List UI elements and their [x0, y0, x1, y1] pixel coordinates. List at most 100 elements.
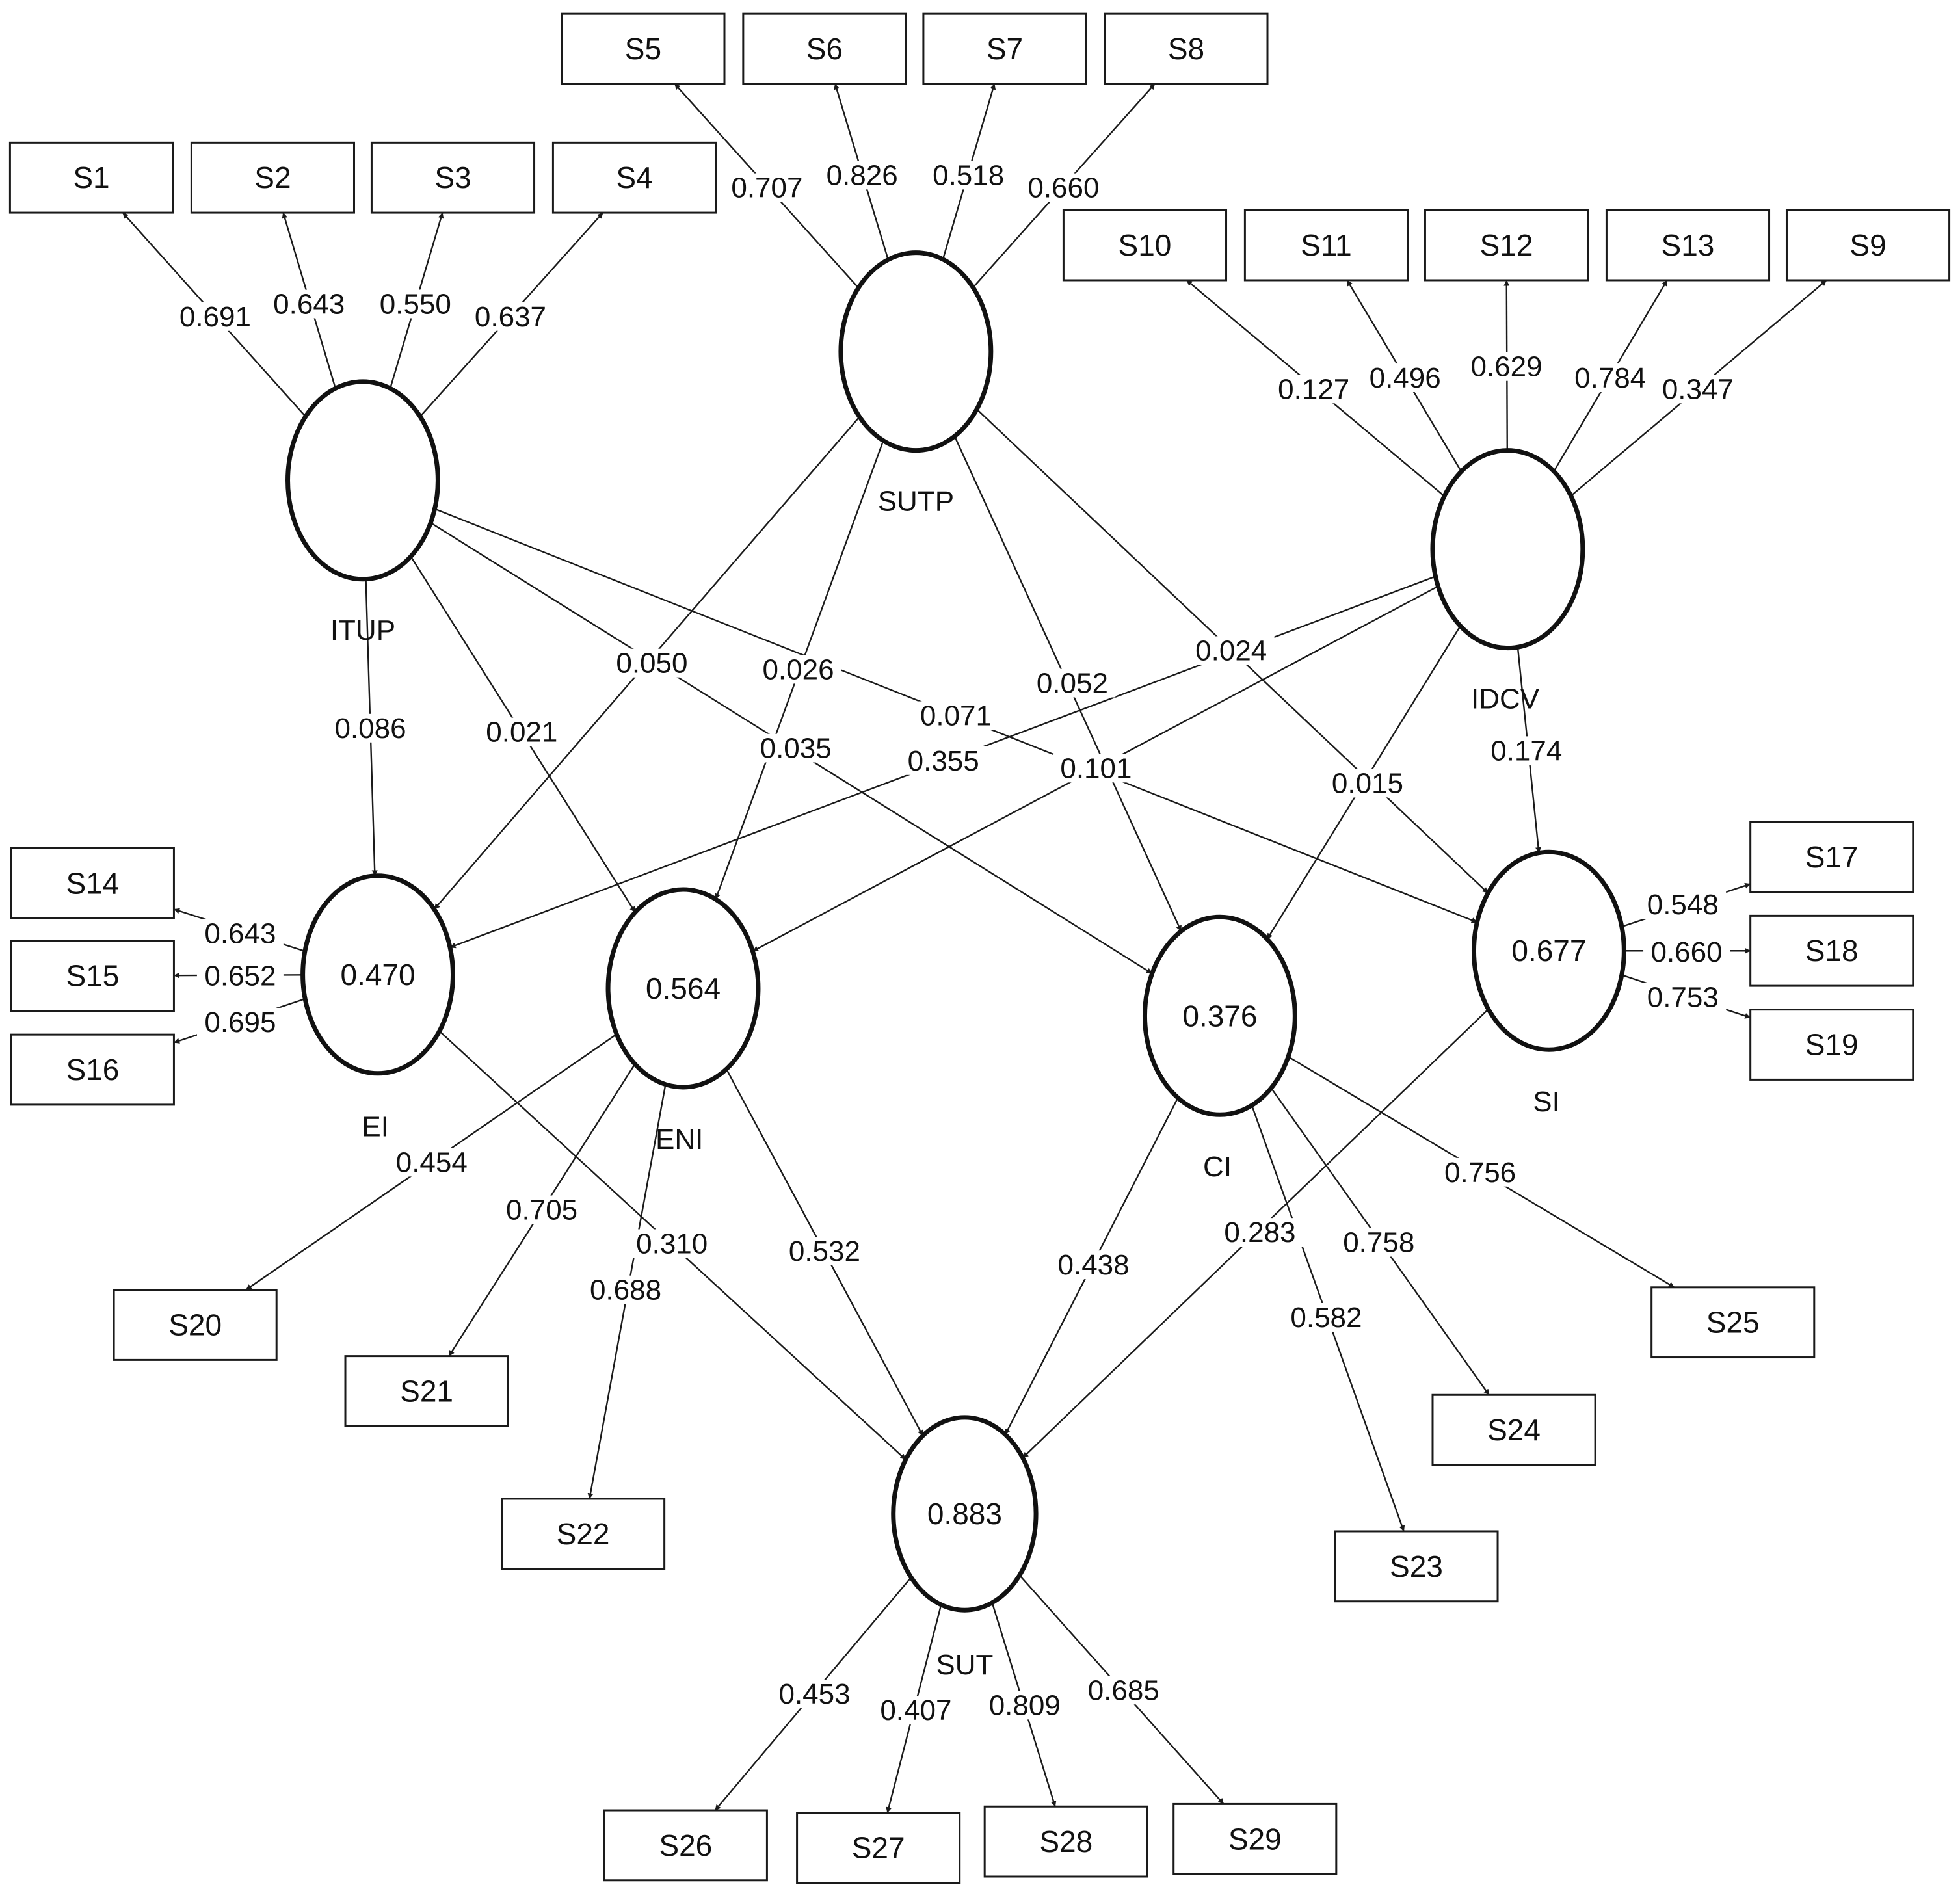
path-coefficient-idcv-si-text: 0.174 — [1490, 735, 1562, 767]
path-coefficient-si-sut-bg — [1216, 1218, 1303, 1247]
indicator-s14[interactable]: S14 — [10, 847, 175, 919]
loading-value-s22-text: 0.688 — [590, 1274, 661, 1306]
latent-variable-label: CI — [1203, 1151, 1232, 1183]
path-coefficient-eni-sut-text: 0.532 — [789, 1235, 860, 1267]
indicator-s24[interactable]: S24 — [1431, 1393, 1596, 1466]
latent-variable-label: ITUP — [330, 614, 395, 646]
indicator-s13[interactable]: S13 — [1605, 209, 1771, 282]
path-coefficient-idcv-ci: 0.015 — [1324, 767, 1411, 799]
indicator-s7[interactable]: S7 — [922, 12, 1087, 85]
indicator-s21[interactable]: S21 — [344, 1355, 509, 1427]
indicator-box — [113, 1289, 278, 1361]
loading-value-s5-text: 0.707 — [731, 172, 802, 204]
indicator-box — [561, 12, 726, 85]
indicator-s3[interactable]: S3 — [370, 141, 536, 214]
indicator-s28[interactable]: S28 — [983, 1805, 1148, 1878]
indicator-box — [190, 141, 355, 214]
indicator-box — [8, 141, 174, 214]
loading-value-s4-text: 0.637 — [475, 301, 546, 333]
indicator-s23[interactable]: S23 — [1334, 1530, 1499, 1603]
indicator-s29[interactable]: S29 — [1172, 1802, 1338, 1875]
indicator-box — [922, 12, 1087, 85]
loading-value-s5: 0.707 — [723, 172, 810, 204]
path-coefficient-idcv-ei-bg — [900, 746, 987, 775]
indicator-box — [1749, 914, 1914, 987]
indicator-label: S24 — [1487, 1413, 1541, 1447]
path-coefficient-itup-si-text: 0.071 — [920, 700, 992, 732]
loading-value-s23: 0.582 — [1282, 1302, 1370, 1334]
indicator-label: S23 — [1390, 1550, 1443, 1583]
indicator-box — [1172, 1802, 1338, 1875]
indicator-s15[interactable]: S15 — [10, 940, 175, 1012]
loading-value-s15: 0.652 — [196, 960, 284, 992]
indicator-label: S27 — [852, 1831, 905, 1865]
indicator-label: S20 — [168, 1308, 222, 1342]
loading-value-s26: 0.453 — [771, 1678, 858, 1710]
loading-value-s25: 0.756 — [1437, 1157, 1524, 1189]
loading-value-s23-text: 0.582 — [1290, 1302, 1362, 1334]
path-coefficient-sutp-ei: 0.050 — [608, 648, 695, 680]
indicator-s5[interactable]: S5 — [561, 12, 726, 85]
loading-value-s8-text: 0.660 — [1027, 172, 1099, 204]
path-coefficient-idcv-ci-bg — [1324, 769, 1411, 798]
latent-variable-itup[interactable]: ITUP — [285, 379, 440, 646]
loading-value-s25-bg — [1437, 1157, 1524, 1187]
loading-value-s20-bg — [388, 1148, 475, 1177]
indicator-s25[interactable]: S25 — [1650, 1286, 1816, 1359]
path-coefficient-sutp-eni-bg — [755, 655, 842, 684]
indicator-s16[interactable]: S16 — [10, 1033, 175, 1106]
loading-value-s21-text: 0.705 — [506, 1194, 577, 1226]
indicator-box — [10, 847, 175, 919]
indicator-label: S26 — [659, 1828, 712, 1862]
indicator-box — [370, 141, 536, 214]
indicator-s22[interactable]: S22 — [501, 1498, 666, 1570]
path-coefficient-idcv-eni-bg — [1052, 754, 1139, 783]
indicator-s2[interactable]: S2 — [190, 141, 355, 214]
loading-value-s28-text: 0.809 — [989, 1689, 1061, 1721]
indicator-label: S28 — [1039, 1825, 1093, 1858]
indicator-label: S25 — [1706, 1306, 1760, 1339]
loading-value-s3-bg — [372, 289, 459, 319]
indicator-box — [501, 1498, 666, 1570]
indicator-s11[interactable]: S11 — [1243, 209, 1409, 282]
r-squared-value: 0.564 — [646, 971, 721, 1005]
indicator-label: S5 — [625, 32, 661, 66]
indicator-s9[interactable]: S9 — [1785, 209, 1951, 282]
indicator-s26[interactable]: S26 — [603, 1809, 768, 1882]
indicator-s6[interactable]: S6 — [742, 12, 907, 85]
path-coefficient-sutp-si-bg — [1187, 636, 1275, 665]
indicator-s12[interactable]: S12 — [1424, 209, 1589, 282]
latent-variable-label: SUT — [936, 1649, 993, 1681]
indicator-s1[interactable]: S1 — [8, 141, 174, 214]
indicator-s17[interactable]: S17 — [1749, 821, 1914, 893]
latent-variable-idcv[interactable]: IDCV — [1430, 448, 1585, 715]
loading-value-s19: 0.753 — [1639, 981, 1727, 1013]
loading-value-s16-bg — [196, 1007, 284, 1036]
indicator-label: S11 — [1301, 228, 1351, 262]
indicator-label: S19 — [1805, 1028, 1859, 1062]
indicator-label: S21 — [400, 1374, 453, 1408]
indicator-box — [796, 1812, 961, 1884]
indicator-box — [983, 1805, 1148, 1878]
loading-value-s2-bg — [265, 289, 352, 319]
indicator-s8[interactable]: S8 — [1104, 12, 1269, 85]
loading-value-s27-bg — [872, 1696, 959, 1725]
indicator-s4[interactable]: S4 — [551, 141, 717, 214]
r-squared-value: 0.883 — [927, 1497, 1002, 1531]
path-coefficient-sutp-eni-text: 0.026 — [762, 653, 834, 685]
indicator-s20[interactable]: S20 — [113, 1289, 278, 1361]
path-coefficient-itup-eni: 0.021 — [478, 717, 565, 748]
indicator-s10[interactable]: S10 — [1062, 209, 1228, 282]
indicator-label: S14 — [66, 866, 119, 900]
indicator-s27[interactable]: S27 — [796, 1812, 961, 1884]
loading-value-s26-text: 0.453 — [778, 1678, 850, 1710]
indicator-s19[interactable]: S19 — [1749, 1009, 1914, 1081]
indicator-s18[interactable]: S18 — [1749, 914, 1914, 987]
latent-variable-sutp[interactable]: SUTP — [838, 250, 994, 518]
path-coefficient-idcv-ei: 0.355 — [900, 745, 987, 777]
